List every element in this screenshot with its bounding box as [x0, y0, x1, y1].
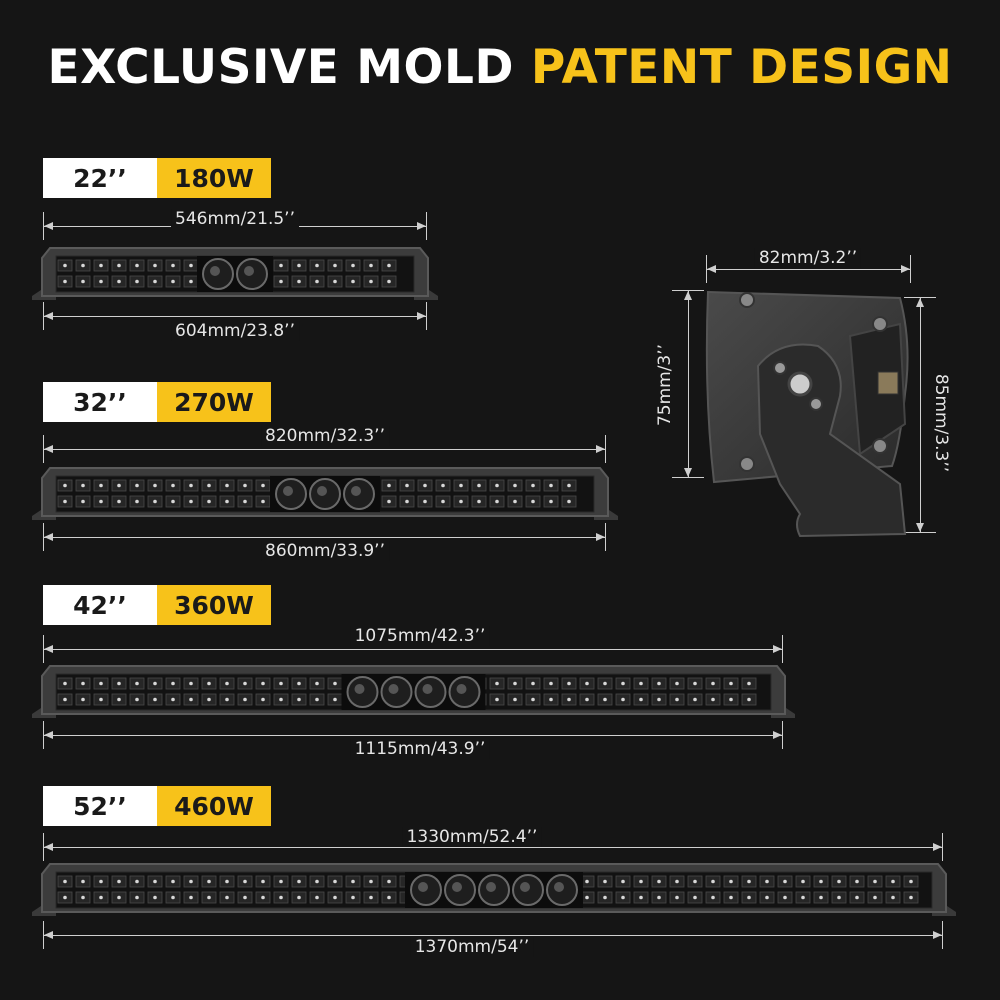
light-bar-22	[32, 247, 438, 300]
title-yellow: PATENT DESIGN	[530, 40, 953, 95]
dimension-label-outer-52: 1370mm/54’’	[410, 937, 534, 957]
dimension-label-body-height: 75mm/3’’	[655, 343, 676, 427]
title-white: EXCLUSIVE MOLD	[47, 40, 514, 95]
size-label: 42’’	[43, 585, 157, 625]
dimension-outer-22	[43, 302, 427, 330]
light-bar-52	[32, 863, 956, 916]
dimension-label-inner-42: 1075mm/42.3’’	[350, 626, 490, 646]
badge-52: 52’’ 460W	[43, 786, 271, 826]
dimension-side-width	[706, 255, 911, 283]
dimension-label-side-width: 82mm/3.2’’	[754, 248, 862, 268]
badge-42: 42’’ 360W	[43, 585, 271, 625]
power-label: 180W	[157, 158, 271, 198]
light-bar-32	[32, 467, 618, 520]
dimension-label-inner-52: 1330mm/52.4’’	[402, 827, 542, 847]
power-label: 360W	[157, 585, 271, 625]
power-label: 460W	[157, 786, 271, 826]
dimension-side-total-height	[904, 297, 936, 533]
badge-22: 22’’ 180W	[43, 158, 271, 198]
dimension-label-inner-32: 820mm/32.3’’	[261, 426, 389, 446]
light-bar-side-view	[705, 290, 909, 538]
dimension-inner-32	[43, 435, 606, 463]
dimension-side-body-height	[672, 290, 704, 478]
light-bar-42	[32, 665, 795, 718]
dimension-inner-42	[43, 635, 783, 663]
dimension-label-outer-22: 604mm/23.8’’	[171, 321, 299, 341]
power-label: 270W	[157, 382, 271, 422]
dimension-inner-52	[43, 833, 943, 861]
dimension-outer-32	[43, 523, 606, 551]
dimension-label-inner-22: 546mm/21.5’’	[171, 209, 299, 229]
page-title: EXCLUSIVE MOLD PATENT DESIGN	[0, 40, 1000, 95]
dimension-label-total-height: 85mm/3.3’’	[931, 373, 952, 473]
size-label: 52’’	[43, 786, 157, 826]
dimension-outer-42	[43, 721, 783, 749]
badge-32: 32’’ 270W	[43, 382, 271, 422]
dimension-label-outer-32: 860mm/33.9’’	[261, 541, 389, 561]
size-label: 22’’	[43, 158, 157, 198]
dimension-label-outer-42: 1115mm/43.9’’	[350, 739, 490, 759]
size-label: 32’’	[43, 382, 157, 422]
dimension-outer-52	[43, 921, 943, 949]
